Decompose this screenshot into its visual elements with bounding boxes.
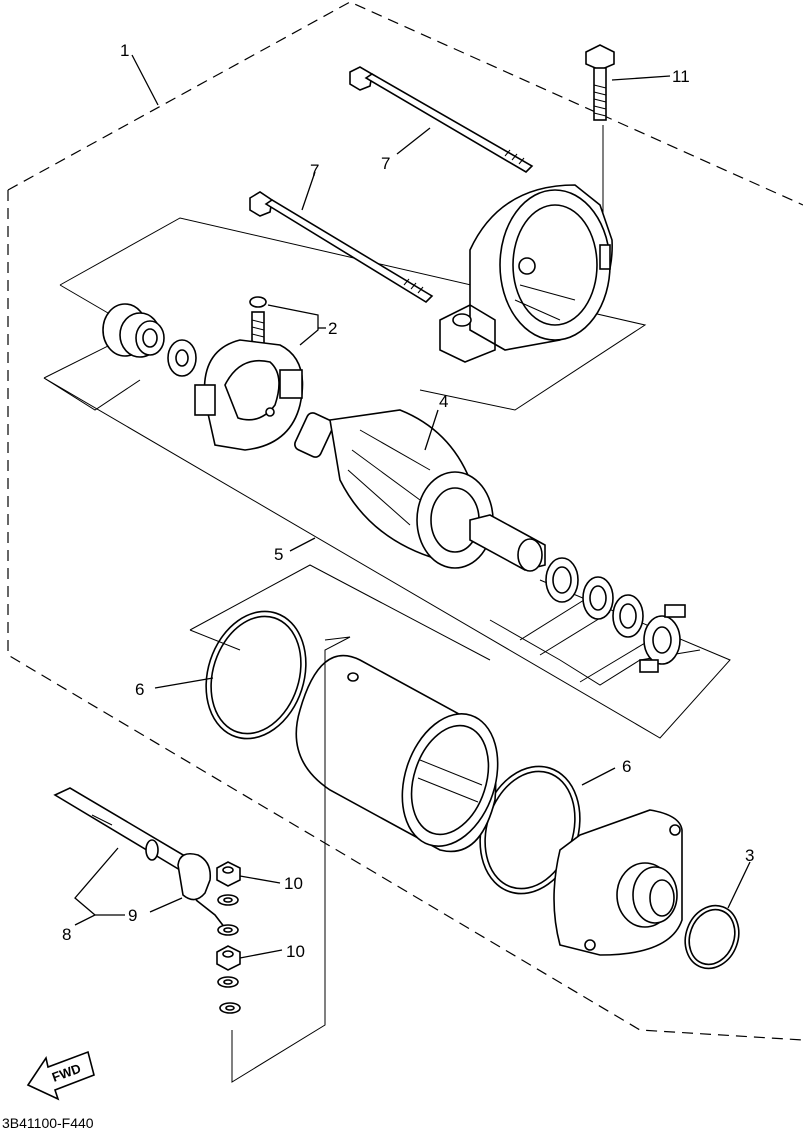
callout-7-upper: 7 (381, 154, 390, 173)
o-ring-6-left (205, 610, 307, 740)
drawing-code: 3B41100-F440 (2, 1115, 94, 1130)
fwd-arrow: FWD (26, 1050, 95, 1101)
brush-holder-2 (194, 296, 304, 451)
callout-11: 11 (672, 67, 690, 86)
callout-7-lower: 7 (310, 161, 319, 180)
hardware-bracket (231, 636, 351, 1083)
o-ring-3 (684, 904, 740, 970)
spring-assembly (102, 303, 165, 358)
callout-2: 2 (328, 319, 337, 338)
callout-1: 1 (120, 41, 129, 60)
assembly-boundary (7, 1, 803, 1041)
front-cover (439, 184, 613, 363)
callout-3: 3 (745, 846, 754, 865)
callout-6-right: 6 (622, 757, 631, 776)
callout-10-upper: 10 (284, 874, 303, 893)
yoke-body (295, 654, 499, 853)
washer-set-5 (545, 557, 686, 673)
callout-6-left: 6 (135, 680, 144, 699)
leader-lines (74, 54, 751, 959)
hardware-stack (216, 861, 241, 1014)
washer-left (167, 339, 197, 377)
bolt-11 (585, 44, 615, 220)
callout-5: 5 (274, 545, 283, 564)
callout-10-lower: 10 (286, 942, 305, 961)
callout-9: 9 (128, 906, 137, 925)
callout-8: 8 (62, 925, 71, 944)
through-bolt-7-lower (249, 191, 434, 304)
starter-cable (53, 787, 226, 929)
through-bolt-7-upper (349, 66, 534, 174)
callout-4: 4 (439, 392, 448, 411)
rear-cover (553, 809, 683, 956)
armature-4 (294, 409, 546, 572)
